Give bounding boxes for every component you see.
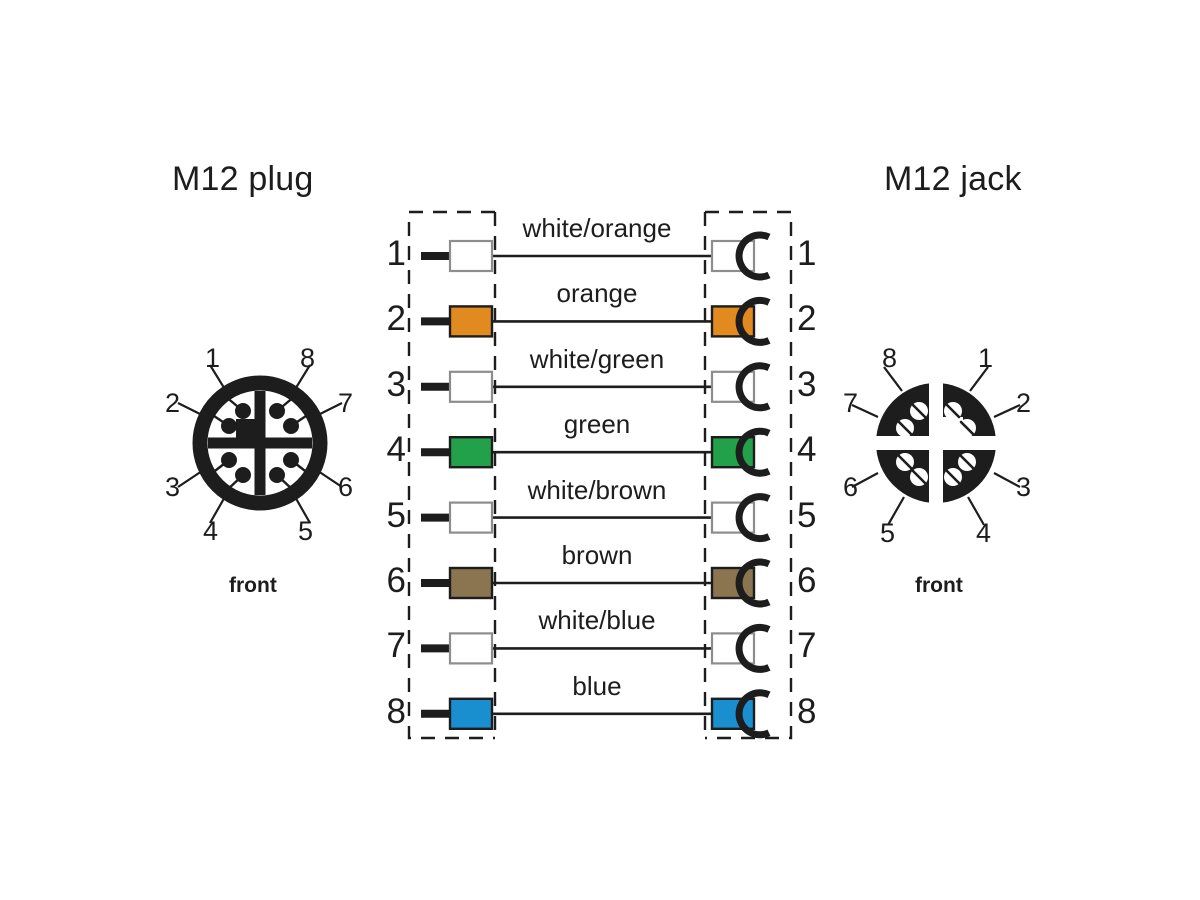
- plug-wire-colour-block: [448, 239, 494, 273]
- jack-socket-icon: [735, 296, 771, 346]
- jack-wire-colour-block: [710, 436, 756, 469]
- plug-contact-num-5: 5: [298, 516, 314, 546]
- jack-contact-num-2: 2: [1016, 388, 1032, 418]
- jack-wire-colour-block: [710, 566, 756, 600]
- plug-pin-number: 8: [386, 691, 406, 731]
- wire-colour-label: brown: [561, 540, 633, 570]
- wire-colour-label: white/green: [529, 343, 665, 374]
- jack-socket-icon: [735, 231, 771, 281]
- jack-wire-colour-block: [710, 501, 756, 534]
- plug-pin-number: 2: [386, 299, 406, 339]
- jack-face: [851, 366, 1021, 526]
- plug-contact-num-8: 8: [300, 343, 316, 373]
- plug-wire-colour-block: [448, 697, 494, 730]
- jack-socket-icon: [735, 362, 771, 412]
- plug-contact-num-4: 4: [203, 516, 219, 546]
- jack-contact-num-6: 6: [843, 472, 859, 502]
- jack-socket-icon: [735, 689, 771, 739]
- jack-wire-colour-block: [710, 697, 756, 730]
- jack-wire-colour-block: [710, 305, 756, 338]
- jack-socket-icon: [735, 493, 771, 543]
- jack-pin-number: 4: [797, 430, 817, 470]
- jack-socket-icon: [735, 558, 771, 608]
- jack-body-outline: [705, 210, 793, 740]
- jack-contact-num-8: 8: [882, 343, 898, 373]
- plug-wire-colour-block: [448, 436, 494, 469]
- jack-pin-number: 5: [797, 495, 817, 535]
- jack-contact-num-4: 4: [976, 518, 992, 548]
- plug-pin-number: 4: [386, 430, 406, 470]
- jack-front-caption: front: [915, 574, 963, 597]
- plug-contact-num-3: 3: [165, 472, 181, 502]
- jack-pin-number: 2: [797, 299, 817, 339]
- wire-colour-label: white/orange: [522, 213, 672, 243]
- plug-front-caption: front: [229, 574, 277, 597]
- jack-pin-number: 8: [797, 691, 817, 731]
- plug-contact-num-2: 2: [165, 388, 181, 418]
- plug-pin-number: 1: [386, 234, 406, 273]
- jack-contact-num-5: 5: [880, 518, 896, 548]
- plug-title: M12 plug: [172, 160, 314, 198]
- plug-contact-num-6: 6: [338, 472, 354, 502]
- plug-contact-num-7: 7: [338, 388, 354, 418]
- jack-wire-colour-block: [710, 239, 756, 273]
- jack-wire-colour-block: [710, 370, 756, 403]
- jack-contact-num-3: 3: [1016, 472, 1032, 502]
- wire-colour-label: green: [563, 409, 631, 440]
- jack-pin-number: 6: [797, 561, 817, 600]
- plug-pin-number: 5: [386, 495, 406, 535]
- plug-wire-colour-block: [448, 370, 494, 403]
- plug-pin-number: 3: [386, 364, 406, 404]
- jack-socket-icon: [735, 623, 771, 673]
- plug-face: [177, 364, 343, 524]
- plug-wire-colour-block: [448, 566, 494, 600]
- wire-colour-label: blue: [572, 670, 622, 701]
- jack-contact-num-1: 1: [978, 343, 994, 373]
- jack-socket-icon: [735, 427, 771, 477]
- jack-pin-number: 3: [797, 364, 817, 404]
- wire-colour-label: orange: [556, 278, 638, 309]
- jack-wire-colour-block: [710, 632, 756, 665]
- plug-pin-number: 6: [386, 561, 406, 600]
- jack-pin-number: 1: [797, 234, 817, 273]
- plug-body-outline: [407, 210, 495, 740]
- plug-pin-number: 7: [386, 626, 406, 666]
- jack-pin-number: 7: [797, 626, 817, 666]
- plug-wire-colour-block: [448, 501, 494, 534]
- plug-wire-colour-block: [448, 305, 494, 338]
- wire-colour-label: white/brown: [527, 474, 667, 505]
- jack-title: M12 jack: [884, 160, 1022, 198]
- wire-colour-label: white/blue: [538, 605, 656, 636]
- jack-contact-num-7: 7: [843, 388, 859, 418]
- plug-contact-num-1: 1: [205, 343, 221, 373]
- plug-wire-colour-block: [448, 632, 494, 665]
